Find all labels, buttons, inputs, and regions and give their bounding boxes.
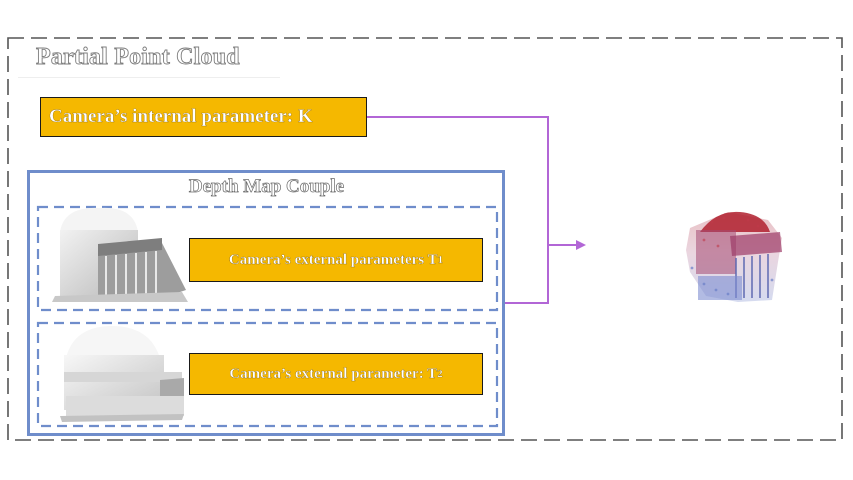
partial-point-cloud-frame	[7, 37, 843, 441]
depth-map-1-frame	[36, 205, 499, 312]
external-parameter-1-label: Camera’s external parameters T	[228, 251, 438, 268]
depth-map-2-frame	[36, 321, 499, 428]
external-parameter-2-subscript: 2	[437, 368, 443, 380]
internal-parameter-label: Camera’s internal parameter: K	[49, 106, 313, 127]
diagram-title: Partial Point Cloud	[36, 44, 241, 71]
external-parameter-2-label: Camera’s external parameter: T	[229, 365, 438, 382]
depth-map-image-2	[60, 326, 184, 422]
depth-map-image-1	[52, 207, 188, 302]
point-cloud-image	[686, 211, 782, 302]
arrow-head	[576, 240, 586, 250]
connector-lines	[367, 116, 578, 304]
depth-map-couple-frame	[27, 170, 505, 436]
title-underline	[18, 77, 280, 78]
external-parameter-1-subscript: 1	[437, 254, 444, 266]
internal-parameter-box: Camera’s internal parameter: K	[40, 97, 367, 137]
depth-map-couple-label: Depth Map Couple	[188, 176, 345, 198]
